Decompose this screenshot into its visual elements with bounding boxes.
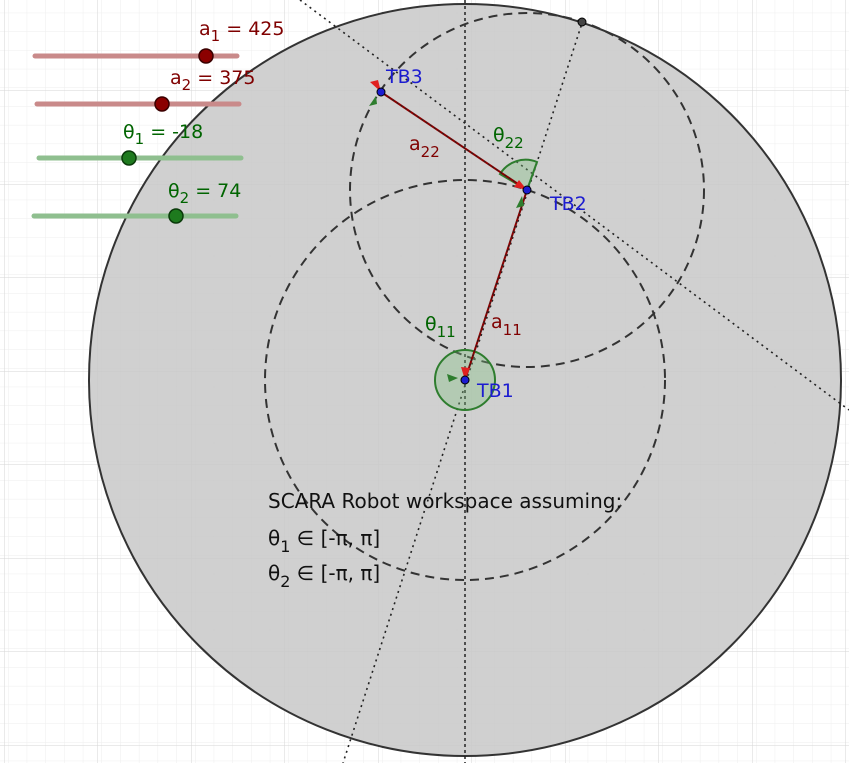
slider-a1-handle[interactable]	[198, 48, 214, 64]
tb2-point[interactable]	[522, 185, 532, 195]
boundary-point[interactable]	[577, 17, 587, 27]
tb2-label: TB2	[549, 193, 587, 215]
slider-theta2-label: θ2 = 74	[168, 180, 241, 207]
tb3-label: TB3	[385, 66, 423, 88]
link1-extension-line	[342, 19, 584, 763]
tb1-label: TB1	[476, 380, 514, 402]
theta11-label: θ11	[425, 313, 456, 341]
caption-line-2: θ1 ∈ [-π, π]	[268, 526, 380, 556]
link2-extension-line	[299, 0, 849, 411]
slider-a2-handle[interactable]	[154, 96, 170, 112]
theta22-label: θ22	[493, 124, 524, 152]
slider-theta2-handle[interactable]	[168, 208, 184, 224]
slider-theta1[interactable]: θ1 = -18	[36, 121, 244, 166]
caption-line-3: θ2 ∈ [-π, π]	[268, 561, 380, 591]
slider-theta2[interactable]: θ2 = 74	[31, 180, 241, 224]
slider-theta1-label: θ1 = -18	[123, 121, 203, 148]
inner-reach-circle	[264, 179, 666, 581]
caption-line-1: SCARA Robot workspace assuming:	[268, 489, 622, 513]
tb3-green-arrowhead	[369, 96, 377, 106]
slider-theta1-handle[interactable]	[121, 150, 137, 166]
link-a11-dots	[464, 189, 528, 381]
a11-label: a11	[491, 311, 522, 339]
slider-a2-label: a2 = 375	[170, 67, 255, 94]
tb3-point[interactable]	[376, 87, 386, 97]
elbow-reach-circle	[349, 12, 705, 368]
tb1-green-arrowhead	[447, 374, 458, 382]
tb2-green-arrowhead	[516, 196, 524, 208]
slider-a2[interactable]: a2 = 375	[34, 67, 255, 112]
link-a22-dots	[380, 91, 528, 191]
slider-a1[interactable]: a1 = 425	[32, 18, 284, 64]
link-a11-arrowhead	[461, 367, 470, 380]
tb1-point[interactable]	[460, 375, 470, 385]
a22-label: a22	[409, 133, 440, 161]
slider-a1-label: a1 = 425	[199, 18, 284, 45]
